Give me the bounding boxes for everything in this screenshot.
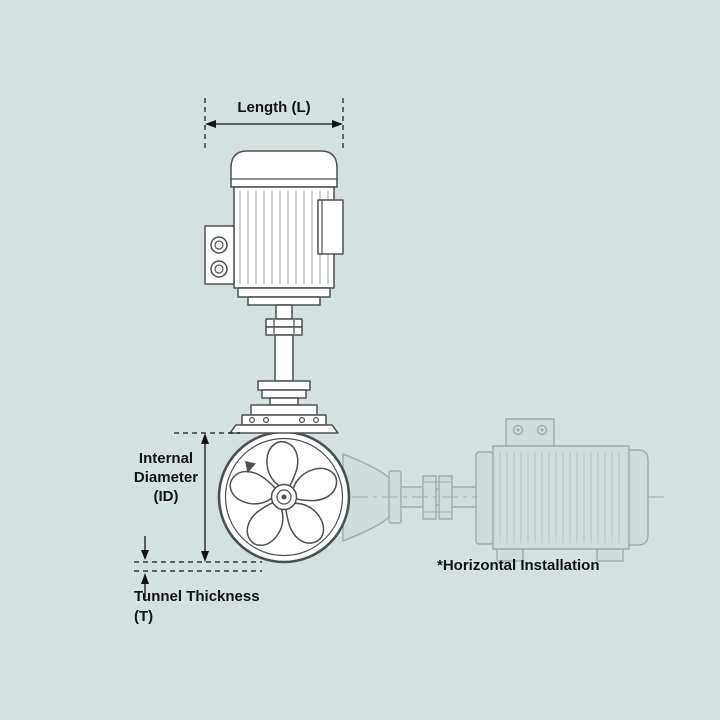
length-dimension: Length (L) [204, 98, 344, 150]
propeller-blade [291, 467, 338, 502]
terminal-bolt-dot-right [540, 428, 544, 432]
motor-cap [230, 150, 338, 188]
motor-end-cap [628, 449, 649, 546]
propeller-hub-center [281, 494, 287, 500]
lower-flange-3 [269, 397, 299, 406]
thickness-arrowhead-up [141, 573, 149, 584]
thickness-label-line2: (T) [134, 608, 153, 625]
propeller-blade [246, 501, 284, 547]
tunnel-housing [229, 404, 339, 434]
housing-plate-upper [250, 404, 318, 416]
bracket-bolt-bottom-inner [214, 264, 224, 274]
propeller-blade [266, 441, 299, 491]
propeller-hub-mid [276, 489, 292, 505]
thickness-arrowhead-down [141, 550, 149, 560]
motor-fins-horizontal [499, 452, 620, 543]
horizontal-installation-ghost [342, 418, 666, 562]
length-arrowhead-right [332, 120, 343, 128]
tunnel-thickness-dimension: Tunnel Thickness (T) [134, 536, 262, 625]
housing-bolt [313, 417, 320, 424]
propeller [229, 441, 338, 547]
motor-flange-lower [247, 296, 321, 306]
terminal-bolt-dot-left [516, 428, 520, 432]
housing-bolt [263, 417, 270, 424]
drive-shaft [257, 304, 311, 406]
vertical-thruster-unit [204, 150, 344, 434]
housing-bolt [299, 417, 306, 424]
motor-body-horizontal [492, 445, 630, 550]
shaft-column [274, 334, 294, 382]
motor-flange-upper [237, 287, 331, 298]
id-label-line3: (ID) [154, 488, 179, 505]
propeller-blade [285, 502, 325, 544]
bracket-bolt-top-inner [214, 240, 224, 250]
bracket-bolt-top [210, 236, 228, 254]
tunnel-inner-ring [224, 437, 344, 557]
id-label-line2: Diameter [134, 469, 198, 486]
id-label-line1: Internal [139, 450, 193, 467]
id-arrowhead-bottom [201, 551, 209, 562]
shaft-coupling-upper [265, 318, 303, 328]
length-arrowhead-left [205, 120, 216, 128]
id-arrowhead-top [201, 433, 209, 444]
propeller-blades [229, 441, 338, 547]
brand-mark-icon [245, 461, 256, 473]
thickness-label-line1: Tunnel Thickness [134, 588, 260, 605]
motor-front-flange [475, 451, 494, 545]
lower-flange-1 [257, 380, 311, 391]
shaft-stub [275, 304, 293, 320]
internal-diameter-dimension: Internal Diameter (ID) [134, 432, 240, 562]
motor-foot-right [596, 548, 624, 562]
bracket-bolt-bottom [210, 260, 228, 278]
housing-bolt [249, 417, 256, 424]
housing-base [229, 424, 339, 434]
lower-flange-2 [261, 389, 307, 399]
length-label: Length (L) [237, 99, 310, 116]
terminal-box [505, 418, 555, 447]
propeller-blade [229, 470, 279, 505]
shaft-coupling-lower [265, 326, 303, 336]
horizontal-installation-label: *Horizontal Installation [437, 557, 600, 574]
